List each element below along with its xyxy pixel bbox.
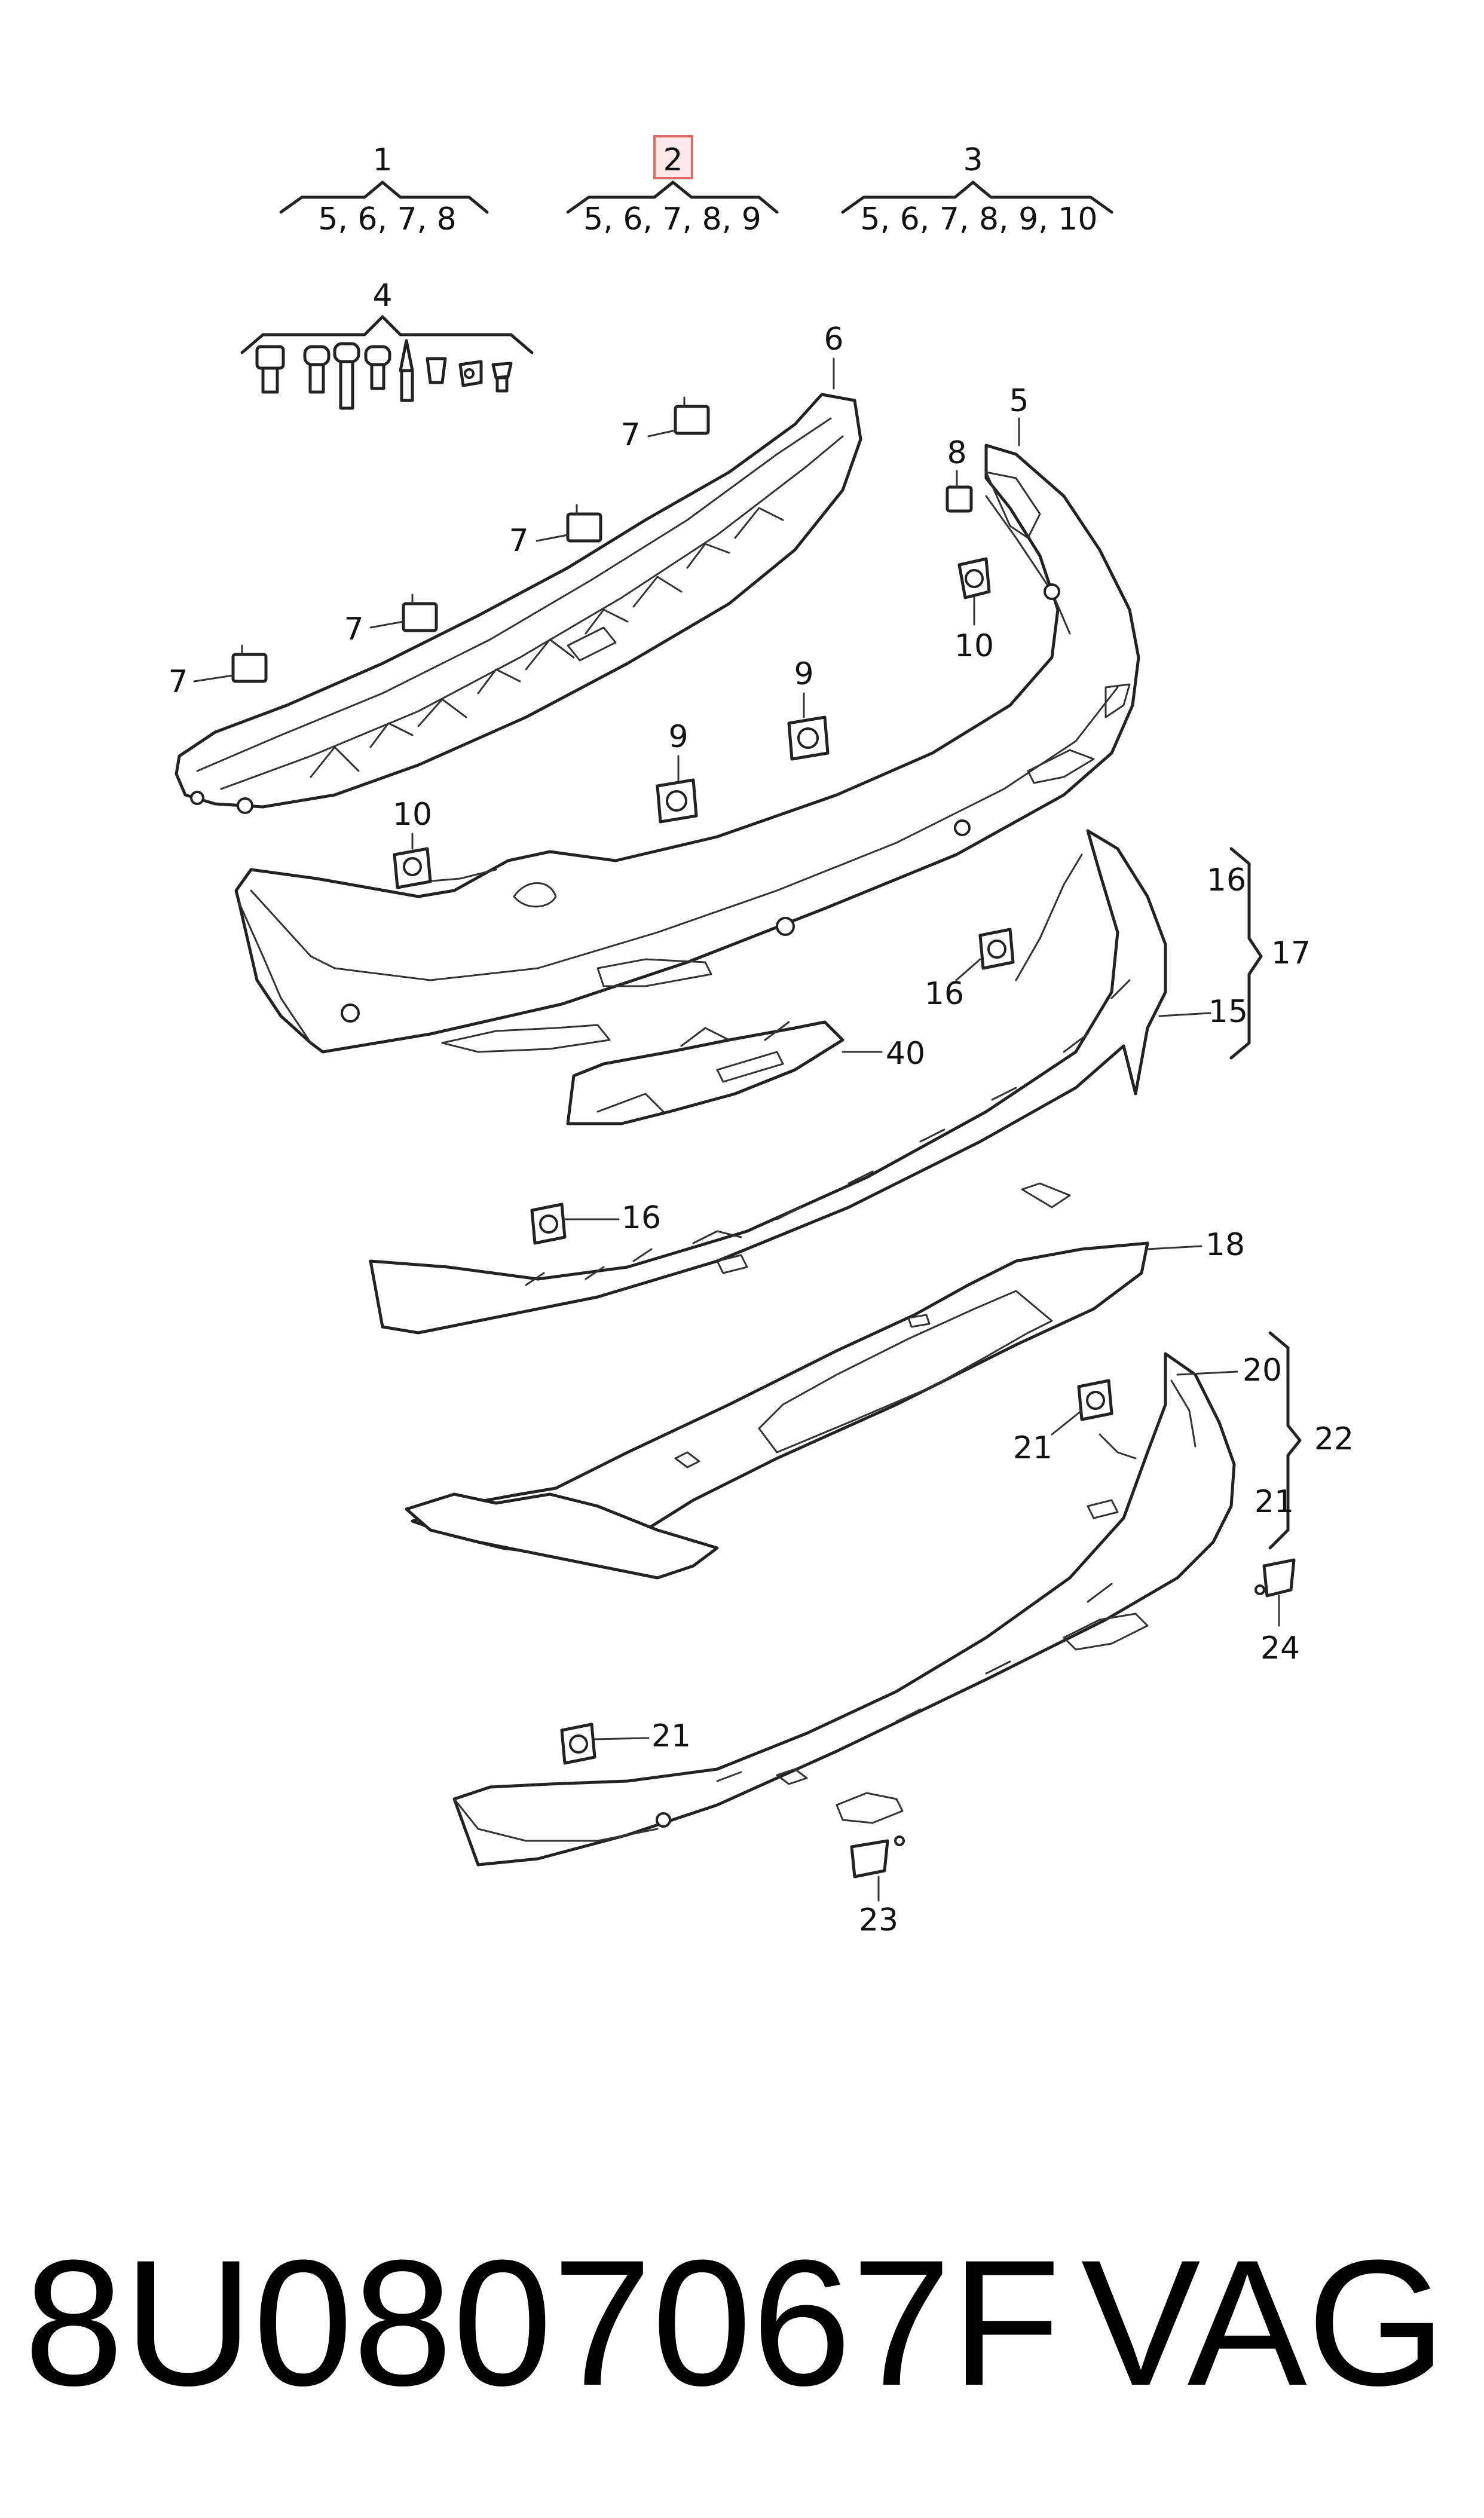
sensor-holder-10-lower: 10 <box>393 797 432 889</box>
label-21: 21 <box>1254 1484 1294 1520</box>
label-5: 5 <box>1009 383 1029 419</box>
clip-icon <box>402 593 438 632</box>
label-16: 16 <box>925 976 964 1012</box>
label-18: 18 <box>1205 1227 1245 1263</box>
label-8: 8 <box>947 435 966 471</box>
label-21: 21 <box>1013 1430 1052 1466</box>
clip-icon <box>231 644 268 683</box>
cover-cap-24: 24 <box>1254 1558 1300 1666</box>
sensor-holder-9-left: 9 <box>656 719 698 824</box>
label-9: 9 <box>794 656 813 692</box>
group-members: 5, 6, 7, 8 <box>318 201 457 237</box>
label-4: 4 <box>372 278 392 314</box>
label-7: 7 <box>509 523 528 559</box>
label-7: 7 <box>344 611 363 647</box>
clip-7-group: 7 7 7 7 <box>168 396 710 700</box>
clip-icon <box>566 504 602 543</box>
group-bracket-17: 16 17 <box>1207 847 1311 1060</box>
cover-cap-23: 23 <box>850 1835 905 1938</box>
label-21: 21 <box>651 1718 691 1754</box>
label-24: 24 <box>1260 1630 1300 1666</box>
sensor-holder-9-right: 9 <box>787 656 830 761</box>
clip-16-group: 16 16 <box>530 928 1015 1245</box>
group-number: 2 <box>663 142 683 178</box>
label-15: 15 <box>1208 994 1248 1030</box>
label-7: 7 <box>168 664 188 700</box>
fastener-kit-4: 4 <box>240 278 534 410</box>
group-members: 5, 6, 7, 8, 9, 10 <box>861 201 1098 237</box>
label-16: 16 <box>1207 862 1246 898</box>
clip-icon <box>674 396 710 435</box>
label-9: 9 <box>668 719 688 755</box>
clip-8: 8 <box>946 435 973 513</box>
screw-icon <box>255 342 391 410</box>
label-16: 16 <box>622 1200 661 1236</box>
spoiler-15[interactable]: 15 <box>369 829 1248 1335</box>
impact-carrier-6[interactable]: 6 <box>175 322 862 814</box>
header-group-2[interactable]: 2 5, 6, 7, 8, 9 <box>566 135 779 237</box>
label-17: 17 <box>1271 935 1311 971</box>
header-group-3: 3 5, 6, 7, 8, 9, 10 <box>841 142 1113 237</box>
group-number: 3 <box>963 142 983 178</box>
bumper-cover-5[interactable]: 5 <box>234 383 1140 1054</box>
header-group-1: 1 5, 6, 7, 8 <box>279 142 489 237</box>
label-6: 6 <box>824 322 843 357</box>
label-20: 20 <box>1243 1353 1282 1388</box>
group-bracket-22: 22 21 <box>1254 1331 1354 1550</box>
label-10: 10 <box>954 628 994 664</box>
group-number: 1 <box>372 142 392 178</box>
label-22: 22 <box>1314 1421 1354 1457</box>
brand-name: VAG <box>1081 2222 1446 2423</box>
sensor-holder-10-upper: 10 <box>954 557 994 664</box>
label-10: 10 <box>393 797 432 833</box>
reflector-bracket-40[interactable]: 40 <box>566 1020 925 1125</box>
clip-21-group: 21 21 <box>560 1379 1113 1765</box>
label-7: 7 <box>620 417 640 453</box>
rivet-icon <box>399 339 513 402</box>
bumper-panel-20[interactable]: 20 <box>452 1352 1282 1867</box>
label-40: 40 <box>886 1036 925 1072</box>
diffuser-lower-sheet <box>405 1492 719 1580</box>
label-23: 23 <box>859 1902 898 1938</box>
group-members: 5, 6, 7, 8, 9 <box>583 201 761 237</box>
part-number: 8U0807067F <box>24 2222 1061 2423</box>
highlight-box <box>653 135 693 179</box>
